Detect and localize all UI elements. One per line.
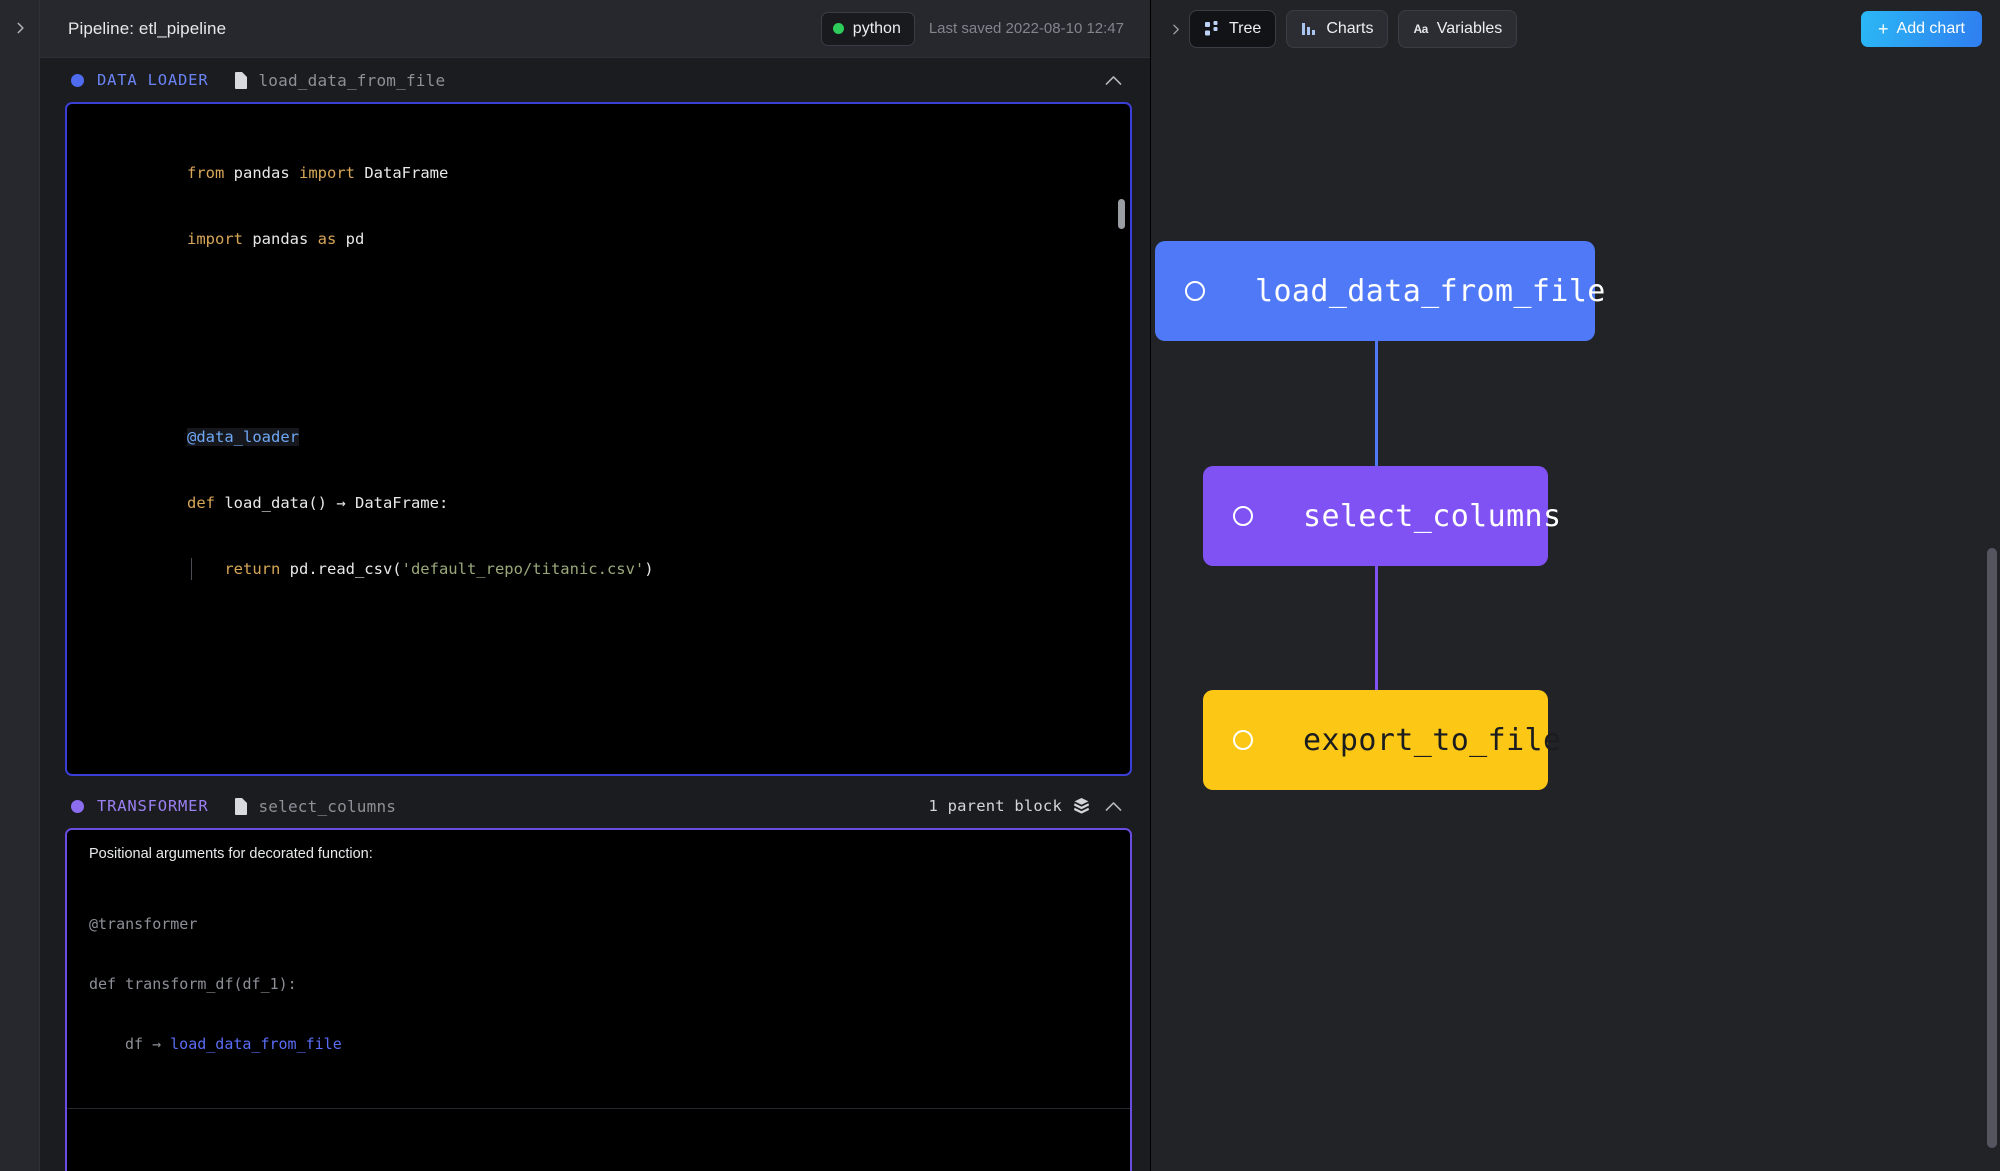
- kernel-name-label: python: [852, 19, 901, 37]
- left-rail: [0, 0, 40, 1171]
- tab-variables[interactable]: Aa Variables: [1398, 10, 1518, 48]
- block-name-label: load_data_from_file: [258, 70, 446, 90]
- chevron-right-icon[interactable]: [1161, 23, 1189, 36]
- block-type-dot: [71, 73, 84, 87]
- tab-tree[interactable]: Tree: [1189, 10, 1277, 48]
- right-tree-panel: Tree Charts Aa Variables + Add chart: [1150, 0, 2000, 1171]
- kernel-status-button[interactable]: python: [820, 11, 915, 46]
- chart-icon: [1301, 21, 1317, 37]
- tree-node-label: load_data_from_file: [1255, 273, 1606, 309]
- chevron-up-icon[interactable]: [1101, 75, 1126, 86]
- layers-icon[interactable]: [1074, 798, 1089, 814]
- block-type-dot: [71, 799, 84, 813]
- tree-edge: [1375, 325, 1378, 470]
- chevron-up-icon[interactable]: [1101, 801, 1126, 812]
- kernel-status-dot: [832, 23, 844, 34]
- add-chart-label: Add chart: [1896, 20, 1965, 37]
- tree-canvas[interactable]: load_data_from_file select_columns expor…: [1151, 58, 2000, 1171]
- tree-panel-scrollbar[interactable]: [1987, 548, 1997, 1148]
- args-mapping-arg: df →: [125, 1035, 162, 1053]
- blocks-scroll-area[interactable]: DATA LOADER load_data_from_file from pan…: [40, 58, 1150, 1171]
- tree-node-load-data-from-file[interactable]: load_data_from_file: [1155, 241, 1605, 341]
- args-def-line: def transform_df(df_1):: [89, 975, 297, 993]
- block-name-label: select_columns: [258, 796, 397, 816]
- add-chart-button[interactable]: + Add chart: [1861, 11, 1982, 47]
- parent-block-count[interactable]: 1 parent block: [928, 797, 1062, 815]
- tree-node-label: select_columns: [1303, 498, 1562, 534]
- plus-icon: +: [1878, 19, 1889, 39]
- page-title: Pipeline: etl_pipeline: [68, 18, 227, 38]
- code-editor[interactable]: from pandas import DataFrame @transforme…: [67, 1109, 1130, 1171]
- node-status-circle: [1233, 506, 1253, 526]
- pipeline-topbar: Pipeline: etl_pipeline python Last saved…: [40, 0, 1150, 58]
- positional-arguments-panel: Positional arguments for decorated funct…: [67, 830, 1130, 1109]
- topbar-right-group: python Last saved 2022-08-10 12:47: [820, 11, 1134, 46]
- tree-node-select-columns[interactable]: select_columns: [1203, 466, 1561, 566]
- node-status-circle: [1185, 281, 1205, 301]
- file-icon: [234, 797, 248, 815]
- args-mapping-target[interactable]: load_data_from_file: [170, 1035, 342, 1053]
- tab-tree-label: Tree: [1229, 20, 1262, 37]
- node-status-circle: [1233, 730, 1253, 750]
- args-title: Positional arguments for decorated funct…: [89, 846, 373, 862]
- left-editor-panel: Pipeline: etl_pipeline python Last saved…: [0, 0, 1150, 1171]
- args-code: @transformer def transform_df(df_1): df …: [67, 874, 1130, 1094]
- tree-toolbar: Tree Charts Aa Variables + Add chart: [1151, 0, 2000, 58]
- chevron-right-icon[interactable]: [8, 16, 32, 40]
- tree-node-export-to-file[interactable]: export_to_file: [1203, 690, 1561, 790]
- tree-icon: [1204, 21, 1220, 37]
- code-scrollbar[interactable]: [1118, 199, 1125, 229]
- block-header-actions: [1101, 75, 1126, 86]
- code-editor-card[interactable]: Positional arguments for decorated funct…: [65, 828, 1132, 1171]
- block-type-label: DATA LOADER: [97, 71, 209, 89]
- tree-node-label: export_to_file: [1303, 722, 1562, 758]
- block-type-label: TRANSFORMER: [97, 797, 209, 815]
- block-data-loader: DATA LOADER load_data_from_file from pan…: [40, 58, 1150, 776]
- block-header[interactable]: TRANSFORMER select_columns 1 parent bloc…: [65, 784, 1132, 828]
- aa-icon: Aa: [1413, 22, 1428, 36]
- file-icon: [234, 71, 248, 89]
- code-editor-card[interactable]: from pandas import DataFrame import pand…: [65, 102, 1132, 776]
- tab-charts-label: Charts: [1326, 20, 1374, 37]
- block-header-actions: 1 parent block: [929, 797, 1126, 815]
- last-saved-label: Last saved 2022-08-10 12:47: [928, 20, 1124, 37]
- tree-edge: [1375, 548, 1378, 693]
- args-mapping-line: df → load_data_from_file: [89, 1034, 1108, 1054]
- block-transformer: TRANSFORMER select_columns 1 parent bloc…: [40, 784, 1150, 1171]
- block-header[interactable]: DATA LOADER load_data_from_file: [65, 58, 1132, 102]
- args-decorator-line: @transformer: [89, 915, 198, 933]
- tab-charts[interactable]: Charts: [1286, 10, 1389, 48]
- tab-variables-label: Variables: [1436, 20, 1503, 37]
- code-editor[interactable]: from pandas import DataFrame import pand…: [67, 104, 1130, 774]
